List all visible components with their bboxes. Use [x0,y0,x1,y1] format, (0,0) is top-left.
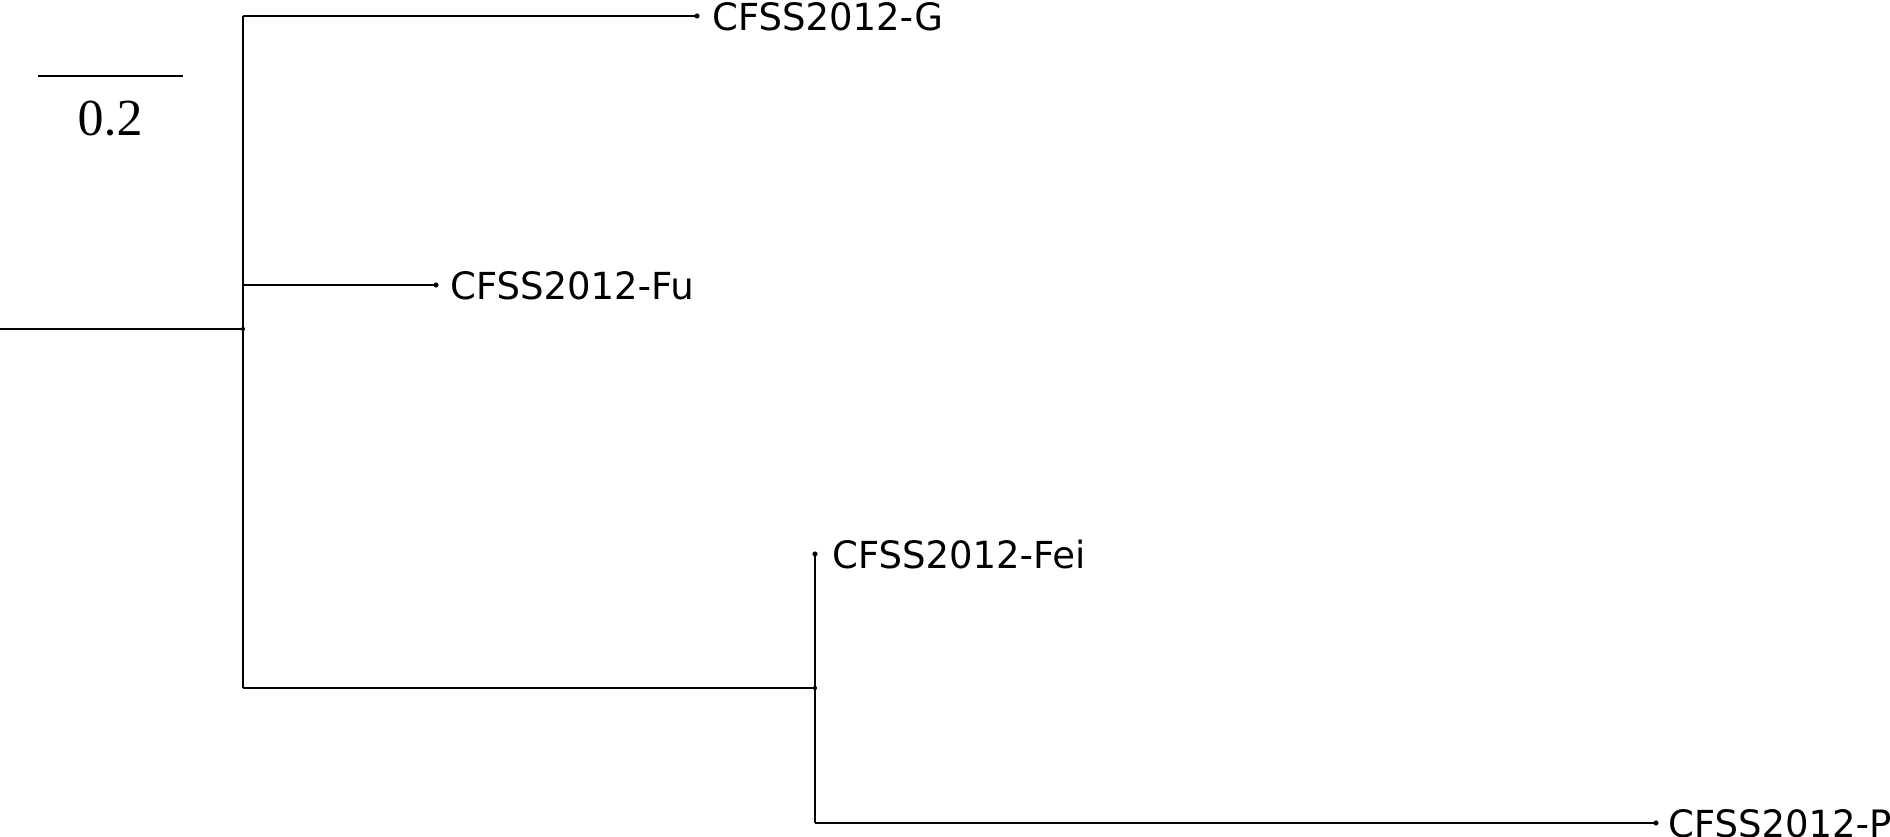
tip-node [694,13,700,19]
root-node [241,327,245,331]
taxon-label: CFSS2012-Fu [450,265,694,308]
scale-bar-label: 0.2 [78,90,143,147]
tip-node [1653,820,1659,826]
leaf-cfss2012-g: CFSS2012-G [243,0,943,39]
taxon-label: CFSS2012-G [712,0,943,39]
scale-bar: 0.2 [38,75,183,147]
taxon-label: CFSS2012-P [1668,803,1890,837]
leaf-cfss2012-fei: CFSS2012-Fei [812,534,1085,577]
leaf-cfss2012-p: CFSS2012-P [815,803,1890,837]
leaf-cfss2012-fu: CFSS2012-Fu [243,265,694,308]
tip-node [433,282,439,288]
clade-fei-p: CFSS2012-Fei CFSS2012-P [243,534,1890,837]
internal-node [813,686,817,690]
taxon-label: CFSS2012-Fei [832,534,1085,577]
tip-node [812,551,818,557]
